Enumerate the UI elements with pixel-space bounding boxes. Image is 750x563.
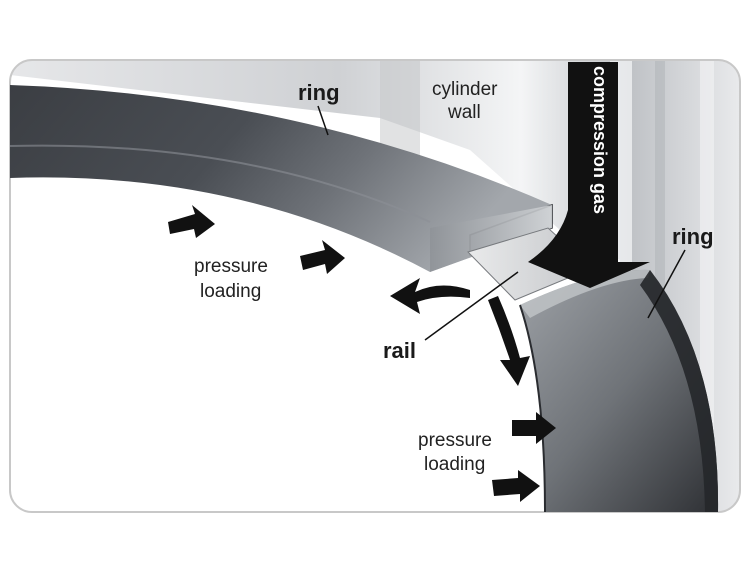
ring-right-label: ring (672, 224, 714, 249)
leader-ring-right (647, 249, 686, 319)
pressure-loading-bottom-line1: pressure (418, 430, 492, 451)
pressure-arrows-left (168, 205, 345, 274)
arrow-up-left-icon (390, 278, 470, 314)
pressure-loading-bottom-line2: loading (424, 454, 485, 475)
rail-arrows (390, 278, 530, 386)
pressure-arrow-icon (492, 470, 540, 502)
cylinder-wall-label-line1: cylinder (432, 79, 498, 100)
ring-top-segment (9, 85, 553, 272)
pressure-loading-left-line2: loading (200, 281, 261, 302)
arrow-down-icon (488, 296, 530, 386)
cylinder-wall (10, 60, 740, 512)
leader-rail (424, 271, 519, 341)
pressure-arrows-bottom (492, 412, 556, 502)
pressure-arrow-icon (300, 240, 345, 274)
compression-gas-label: compression gas (590, 66, 610, 214)
pressure-loading-left-line1: pressure (194, 256, 268, 277)
ring-right-segment (519, 269, 719, 513)
pressure-arrow-icon (512, 412, 556, 444)
ring-top-label: ring (298, 80, 340, 105)
frame-border (9, 59, 741, 513)
cylinder-wall-label-line2: wall (447, 102, 481, 123)
compression-gas-arrow: compression gas (528, 62, 650, 288)
rail-label: rail (383, 338, 416, 363)
leader-ring-top (317, 105, 329, 136)
pressure-arrow-icon (168, 205, 215, 238)
